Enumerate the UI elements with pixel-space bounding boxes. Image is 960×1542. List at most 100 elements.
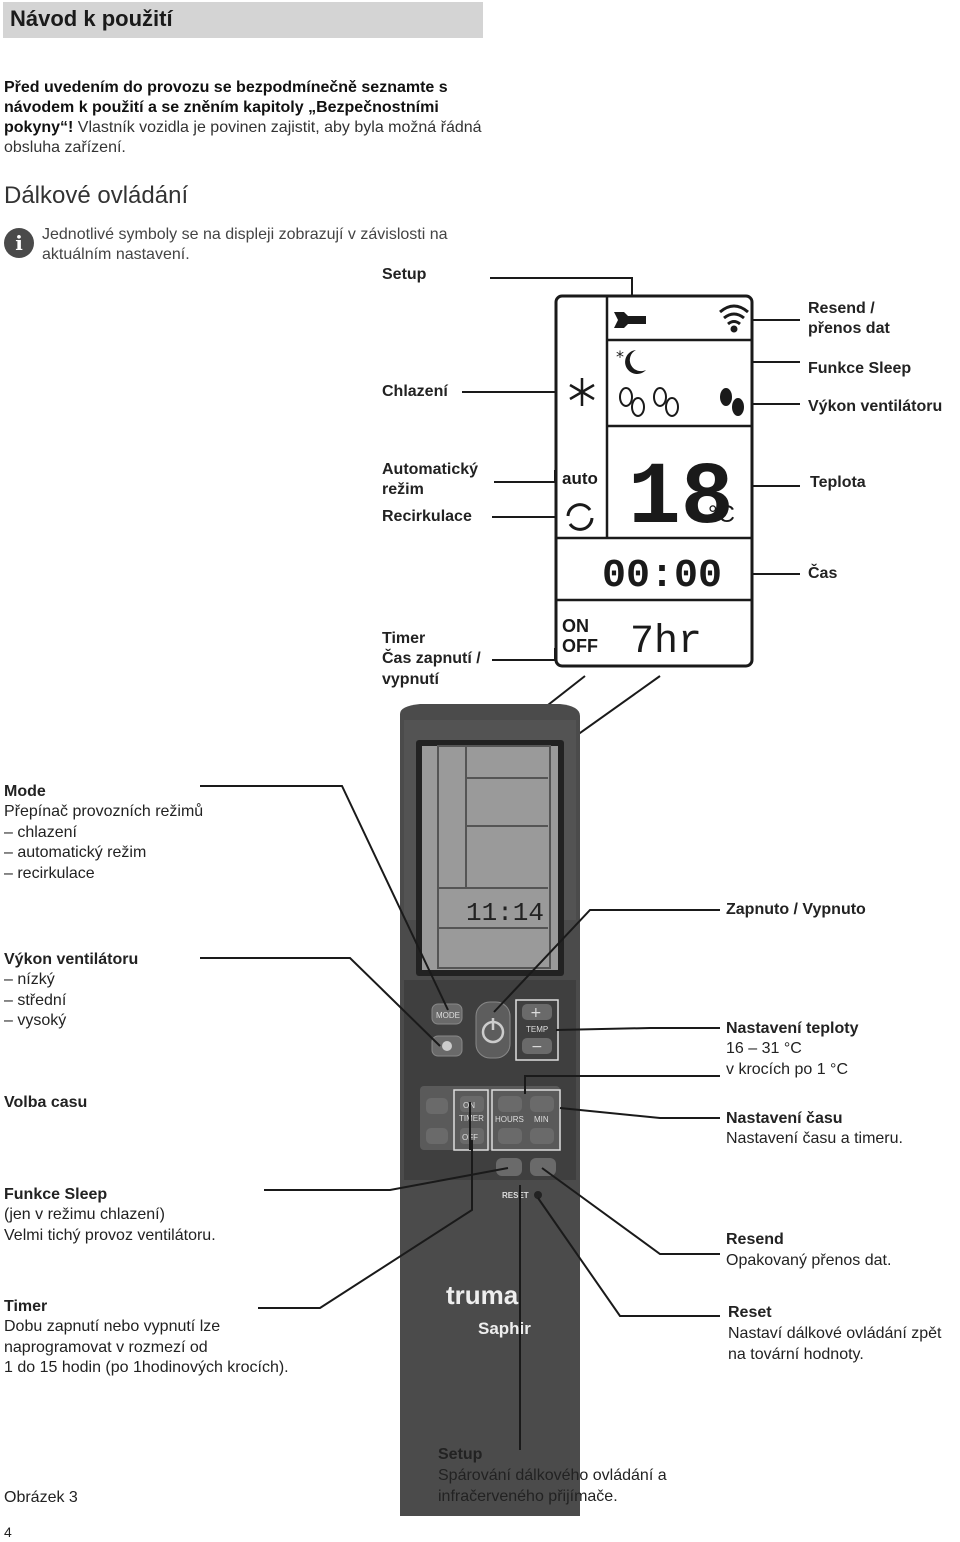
label-resend-2: přenos dat xyxy=(808,320,890,337)
min-plus-button[interactable] xyxy=(530,1096,554,1112)
fan-line-1: – nízký xyxy=(4,971,55,988)
label-auto-2: režim xyxy=(382,481,424,498)
clock-button[interactable] xyxy=(426,1098,448,1114)
lcd-display xyxy=(554,294,754,668)
label-timer-2: Čas zapnutí / xyxy=(382,650,481,667)
timer-line-2: naprogramovat v rozmezí od xyxy=(4,1339,208,1356)
timer-line-1: Dobu zapnutí nebo vypnutí lze xyxy=(4,1318,221,1335)
timer-label: TIMER xyxy=(459,1114,484,1123)
lcd-unit: °C xyxy=(708,501,735,528)
lcd-off: OFF xyxy=(562,636,598,656)
fan-icon-high xyxy=(720,388,744,416)
min-label: MIN xyxy=(534,1115,549,1124)
remote-leaders xyxy=(200,785,720,1450)
lcd-temperature: 18 xyxy=(628,450,734,549)
mode-button[interactable]: MODE xyxy=(431,1003,463,1025)
timer-line-3: 1 do 15 hodin (po 1hodinových krocích). xyxy=(4,1359,289,1376)
time-desc: Nastavení času a timeru. xyxy=(726,1130,903,1147)
temp-buttons[interactable]: + TEMP − xyxy=(515,999,559,1061)
reset-title: Reset xyxy=(728,1304,772,1321)
reset-line-1: Nastaví dálkové ovládání zpět xyxy=(728,1325,942,1342)
sleep-timer-button[interactable] xyxy=(426,1128,448,1144)
svg-text:+: + xyxy=(530,1005,542,1021)
snowflake-icon xyxy=(569,378,595,406)
fan-button[interactable] xyxy=(431,1035,463,1057)
lcd-on: ON xyxy=(562,616,589,636)
mode-line-3: – automatický režim xyxy=(4,844,147,861)
resend-button[interactable] xyxy=(530,1158,556,1176)
time-title: Nastavení času xyxy=(726,1110,843,1127)
info-icon: i xyxy=(4,228,34,258)
label-sleep: Funkce Sleep xyxy=(808,360,912,377)
hours-plus-button[interactable] xyxy=(498,1096,522,1112)
timer-on-button[interactable] xyxy=(460,1096,484,1112)
figure-caption: Obrázek 3 xyxy=(4,1489,78,1506)
label-auto: Automatický xyxy=(382,461,479,478)
svg-text:−: − xyxy=(531,1039,543,1055)
temp-label: TEMP xyxy=(526,1025,548,1034)
sleep-title: Funkce Sleep xyxy=(4,1186,108,1203)
lcd-hours: 7hr xyxy=(630,620,702,665)
timer-title: Timer xyxy=(4,1298,48,1315)
setup-line-2: infračerveného přijímače. xyxy=(438,1488,618,1505)
header-bar xyxy=(3,2,483,38)
intro-normal: Vlastník vozidla je povinen zajistit, ab… xyxy=(4,119,482,156)
label-fan: Výkon ventilátoru xyxy=(808,398,943,415)
label-temperature: Teplota xyxy=(810,474,866,491)
setup-line-1: Spárování dálkového ovládání a xyxy=(438,1467,667,1484)
section-title: Dálkové ovládání xyxy=(4,182,189,209)
lcd-clock: 00:00 xyxy=(602,554,722,599)
label-recirc: Recirkulace xyxy=(382,508,472,525)
temp-title: Nastavení teploty xyxy=(726,1020,859,1037)
reset-button[interactable] xyxy=(534,1191,542,1199)
remote-screen-clock: 11:14 xyxy=(466,898,544,928)
page-title: Návod k použití xyxy=(10,6,173,31)
info-text: Jednotlivé symboly se na displeji zobraz… xyxy=(42,226,448,263)
sleep-line-2: Velmi tichý provoz ventilátoru. xyxy=(4,1227,216,1244)
wifi-icon xyxy=(719,304,749,333)
brand-logo: truma xyxy=(446,1280,519,1310)
fan-button-icon xyxy=(442,1041,452,1051)
mode-button-label: MODE xyxy=(436,1011,460,1020)
temp-line-2: v krocích po 1 °C xyxy=(726,1061,848,1078)
fan-line-2: – střední xyxy=(4,992,67,1009)
fan-icon-mid xyxy=(653,387,679,417)
volba-label: Volba casu xyxy=(4,1094,88,1111)
sleep-line-1: (jen v režimu chlazení) xyxy=(4,1206,165,1223)
temp-minus-button[interactable] xyxy=(522,1038,552,1054)
setup-title: Setup xyxy=(438,1446,483,1463)
moon-icon: * xyxy=(616,347,646,374)
onoff-label: Zapnuto / Vypnuto xyxy=(726,901,866,918)
label-setup: Setup xyxy=(382,266,427,283)
remote-control: 11:14 xyxy=(400,704,580,1516)
resend-desc: Opakovaný přenos dat. xyxy=(726,1252,892,1269)
reset-line-2: na tovární hodnoty. xyxy=(728,1346,864,1363)
intro-bold: Před uvedením do provozu se bezpodmínečn… xyxy=(4,79,448,136)
resend-title: Resend xyxy=(726,1231,784,1248)
temp-plus-button[interactable] xyxy=(522,1004,552,1020)
timer-off-button[interactable] xyxy=(460,1128,484,1144)
fan-line-3: – vysoký xyxy=(4,1012,67,1029)
setup-resend-buttons[interactable]: RESET xyxy=(496,1158,556,1200)
label-time: Čas xyxy=(808,565,838,582)
hours-label: HOURS xyxy=(495,1115,524,1124)
label-resend: Resend / xyxy=(808,300,875,317)
intro-paragraph: Před uvedením do provozu se bezpodmínečn… xyxy=(4,78,494,158)
mode-line-1: Přepínač provozních režimů xyxy=(4,803,204,820)
label-cooling: Chlazení xyxy=(382,383,448,400)
fan-title: Výkon ventilátoru xyxy=(4,951,139,968)
power-button[interactable] xyxy=(475,1001,511,1059)
hours-minus-button[interactable] xyxy=(498,1128,522,1144)
wrench-icon xyxy=(614,312,646,328)
setup-button[interactable] xyxy=(496,1158,522,1176)
mode-line-4: – recirkulace xyxy=(4,865,95,882)
min-minus-button[interactable] xyxy=(530,1128,554,1144)
reset-label: RESET xyxy=(502,1191,529,1200)
mode-title: Mode xyxy=(4,783,46,800)
page-number: 4 xyxy=(4,1524,12,1540)
recirculation-icon xyxy=(566,503,594,531)
svg-text:*: * xyxy=(616,347,624,366)
mode-line-2: – chlazení xyxy=(4,824,77,841)
label-timer-3: vypnutí xyxy=(382,671,439,688)
